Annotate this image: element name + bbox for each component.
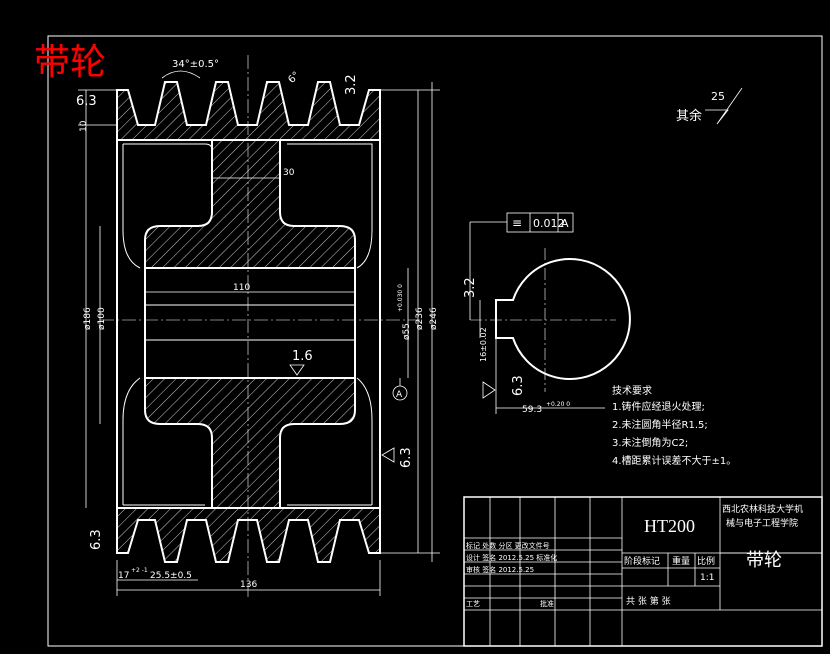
stage-label: 阶段标记	[624, 555, 660, 567]
tb-row-4: 工艺	[466, 600, 480, 608]
dim-top-10: 10	[79, 120, 89, 132]
datum-a: A	[396, 390, 403, 400]
dim-100: ø100	[97, 307, 107, 330]
main-dimensions	[78, 70, 440, 596]
web-hub-lower	[144, 377, 356, 509]
tol-value: 0.012	[533, 217, 565, 230]
dim-236: ø236	[415, 307, 425, 330]
key-depth: 59.3	[522, 405, 542, 415]
rest-value: 25	[711, 90, 725, 103]
tol-symbol: ≡	[512, 216, 522, 230]
scale-label: 比例	[697, 555, 715, 567]
rest-label: 其余	[676, 108, 702, 124]
title-block	[463, 496, 823, 647]
rough-bottom-left: 6.3	[89, 529, 104, 550]
tb-row-2: 设计 签名 2012.5.25 标准化	[466, 553, 557, 562]
dim-246: ø246	[429, 307, 439, 330]
dim-186: ø186	[83, 307, 93, 330]
rough-bore: 1.6	[292, 349, 313, 364]
scale-value: 1:1	[700, 573, 714, 583]
tb-row-3: 审核 签名 2012.5.25	[466, 565, 534, 574]
rough-section-bore: 6.3	[511, 375, 526, 396]
weight-label: 重量	[672, 555, 690, 567]
keyway-section	[469, 212, 631, 414]
note-2: 2.未注圆角半径R1.5;	[612, 418, 708, 431]
pulley-section	[100, 55, 420, 600]
drawing-frame	[47, 35, 823, 647]
dim-55-tol: +0.030 0	[397, 284, 404, 312]
rough-top-right: 3.2	[344, 74, 359, 95]
groove-angle: 34°±0.5°	[172, 59, 219, 70]
key-width: 16±0.02	[479, 327, 488, 362]
school-line-1: 西北农林科技大学机	[722, 503, 803, 515]
dim-25-5: 25.5±0.5	[150, 571, 192, 581]
note-1: 1.铸件应经退火处理;	[612, 400, 705, 413]
rough-right: 6.3	[399, 447, 414, 468]
technical-notes: 技术要求 1.铸件应经退火处理; 2.未注圆角半径R1.5; 3.未注倒角为C2…	[612, 384, 736, 467]
tol-datum: A	[561, 217, 569, 230]
material: HT200	[644, 516, 695, 536]
notes-title: 技术要求	[612, 384, 652, 397]
dim-17-tol: +2 -1	[131, 567, 148, 574]
key-depth-tol: +0.20 0	[546, 401, 570, 408]
rough-keyway: 3.2	[463, 277, 478, 298]
bottom-rim	[116, 507, 381, 563]
drawing-title: 带轮	[34, 42, 106, 83]
part-name: 带轮	[746, 550, 782, 571]
roughness-symbol	[705, 87, 743, 125]
dim-web-30: 30	[283, 168, 295, 178]
dim-136: 136	[240, 580, 257, 590]
web-hub	[144, 139, 356, 269]
top-rim	[116, 81, 381, 141]
note-3: 3.未注倒角为C2;	[612, 436, 688, 449]
dim-55: ø55	[402, 323, 412, 340]
sheets-text: 共 张 第 张	[626, 595, 671, 607]
tb-row-1: 标记 处数 分区 更改文件号	[466, 541, 550, 550]
rough-top-left: 6.3	[76, 94, 97, 109]
dim-bore-110: 110	[233, 283, 250, 293]
dim-17: 17	[118, 571, 129, 581]
tb-row-5: 批准	[540, 599, 554, 608]
note-4: 4.槽距累计误差不大于±1。	[612, 454, 736, 467]
small-angle: 6°	[286, 70, 302, 86]
school-line-2: 械与电子工程学院	[726, 517, 798, 529]
